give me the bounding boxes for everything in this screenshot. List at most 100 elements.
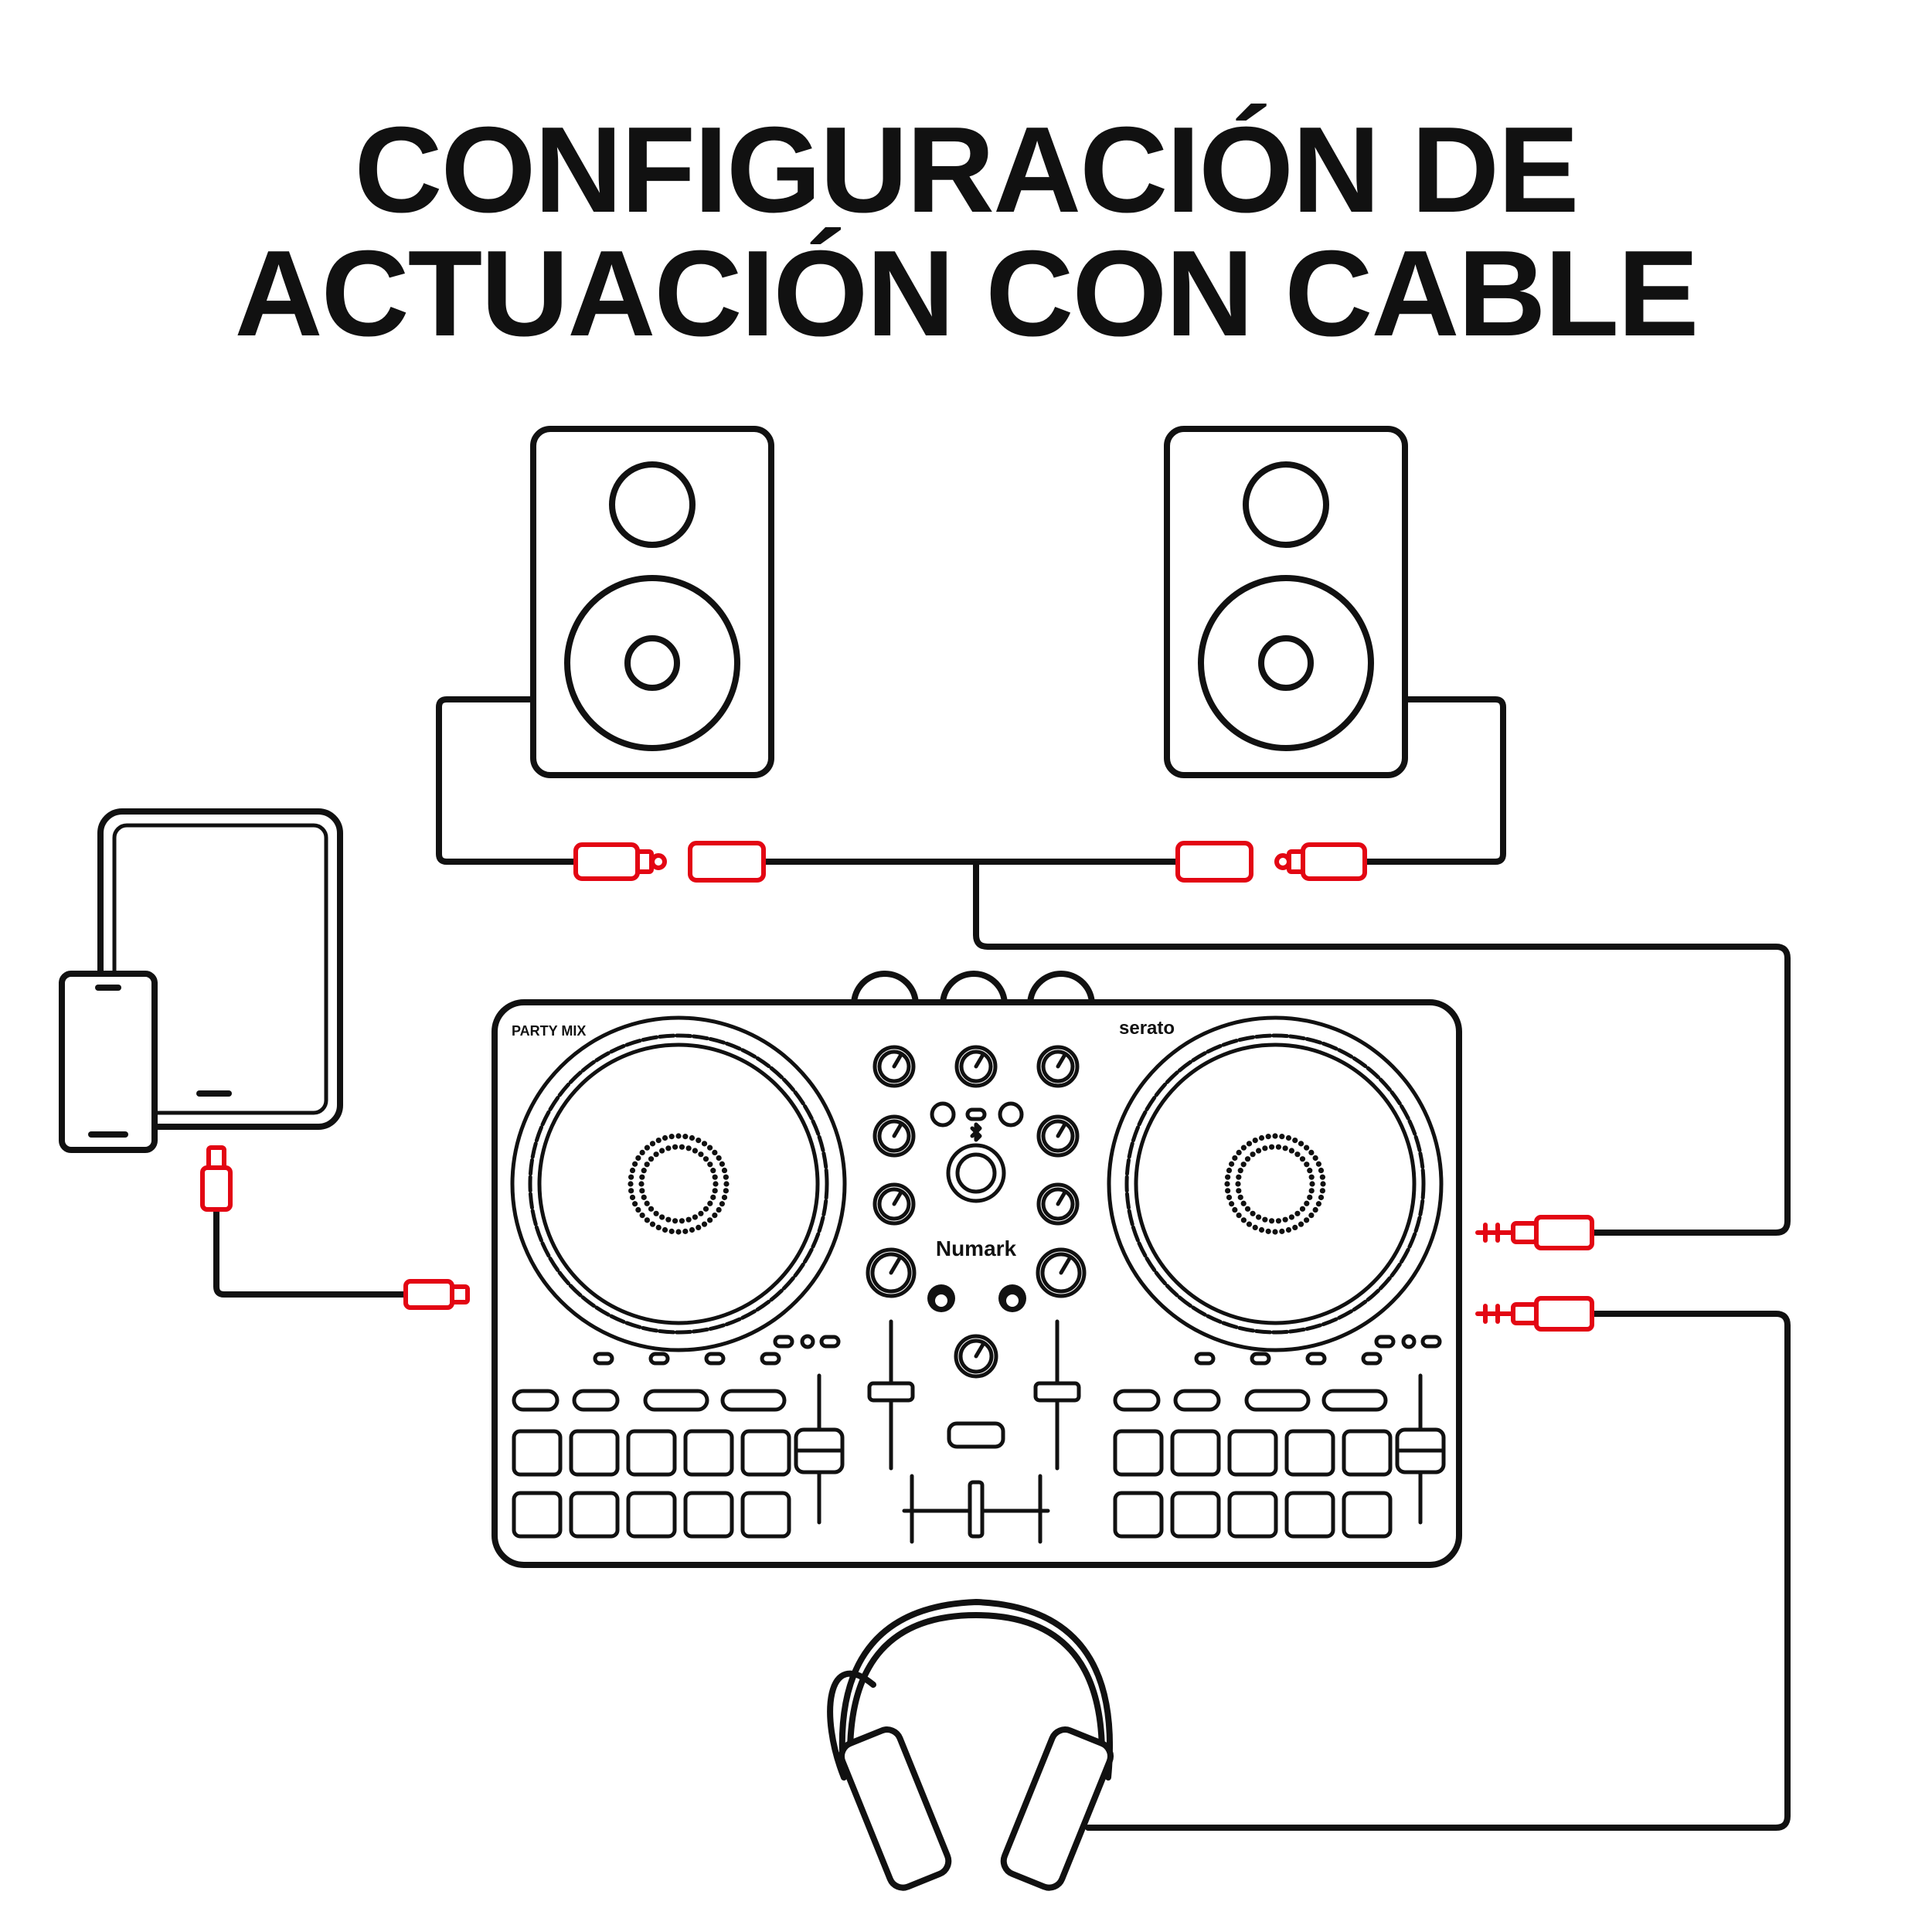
led-dot bbox=[1279, 1134, 1285, 1140]
led-dot bbox=[698, 1210, 704, 1216]
small-button bbox=[819, 1335, 841, 1349]
performance-pad bbox=[1170, 1491, 1221, 1539]
performance-pad bbox=[1342, 1491, 1393, 1539]
led-dot bbox=[1312, 1206, 1318, 1213]
led-dot bbox=[629, 1194, 636, 1201]
led-dot bbox=[1307, 1194, 1313, 1200]
led-dot bbox=[719, 1161, 725, 1167]
knob-ring bbox=[1036, 1247, 1087, 1298]
led-dot bbox=[655, 1224, 662, 1230]
pitch-faders bbox=[794, 1373, 1446, 1525]
led-dot bbox=[1272, 1133, 1278, 1139]
led-dot bbox=[1318, 1167, 1325, 1174]
led-dot bbox=[1258, 1226, 1265, 1233]
performance-pad bbox=[740, 1491, 791, 1539]
led-dot bbox=[628, 1188, 634, 1194]
led-dot bbox=[1315, 1201, 1321, 1207]
led-dot bbox=[721, 1194, 728, 1201]
performance-pad bbox=[1227, 1491, 1278, 1539]
left-jog-wheel bbox=[510, 1015, 847, 1352]
knob bbox=[1041, 1049, 1075, 1083]
led-dot bbox=[702, 1156, 709, 1162]
led-dot bbox=[1262, 1145, 1268, 1151]
browse-knob bbox=[946, 1143, 1006, 1203]
mode-button bbox=[1113, 1389, 1161, 1412]
performance-pad bbox=[569, 1429, 620, 1477]
led-dot bbox=[719, 1201, 725, 1207]
knob-ring bbox=[872, 1045, 916, 1088]
led-dot bbox=[1256, 1148, 1262, 1154]
mode-button bbox=[572, 1389, 620, 1412]
knob bbox=[877, 1119, 911, 1153]
led-dot bbox=[1308, 1149, 1315, 1155]
knob-indicator bbox=[892, 1121, 903, 1138]
led-dot bbox=[702, 1206, 709, 1212]
dj-controller: PARTY MIX serato Numark bbox=[492, 971, 1462, 1568]
small-button bbox=[1194, 1352, 1216, 1366]
led-dot bbox=[1292, 1224, 1298, 1230]
led-dot bbox=[1237, 1194, 1243, 1200]
fx-button bbox=[930, 1101, 956, 1128]
led-dot bbox=[1232, 1206, 1238, 1213]
led-dot bbox=[632, 1201, 638, 1207]
led-dot bbox=[707, 1145, 713, 1151]
performance-pad bbox=[626, 1429, 677, 1477]
small-button bbox=[1305, 1352, 1327, 1366]
led-dot bbox=[632, 1161, 638, 1167]
knob-indicator bbox=[974, 1341, 986, 1359]
led-dot bbox=[1250, 1210, 1256, 1216]
led-dot bbox=[1307, 1168, 1313, 1174]
led-dot bbox=[1236, 1149, 1242, 1155]
led-dot bbox=[1275, 1218, 1282, 1224]
led-dot bbox=[712, 1174, 718, 1180]
led-dot bbox=[712, 1213, 718, 1219]
led-dot bbox=[1282, 1216, 1288, 1223]
led-dot bbox=[1285, 1226, 1292, 1233]
small-button bbox=[800, 1334, 815, 1349]
led-dot bbox=[1304, 1162, 1310, 1168]
mode-button bbox=[512, 1389, 560, 1412]
led-dot bbox=[1272, 1229, 1278, 1235]
led-dot bbox=[707, 1217, 713, 1223]
led-dot bbox=[1258, 1134, 1265, 1141]
page-title: CONFIGURACIÓN DE ACTUACIÓN CON CABLE bbox=[0, 108, 1932, 355]
led-dot bbox=[1237, 1168, 1243, 1174]
led-dot bbox=[1308, 1188, 1315, 1194]
led-dot bbox=[1225, 1174, 1231, 1180]
knob-ring bbox=[1036, 1045, 1080, 1088]
led-dot bbox=[712, 1149, 718, 1155]
led-dot bbox=[1250, 1151, 1256, 1158]
led-dot bbox=[1275, 1144, 1282, 1150]
title-line-2: ACTUACIÓN CON CABLE bbox=[234, 226, 1699, 362]
led-dot bbox=[682, 1134, 689, 1140]
numark-logo: Numark bbox=[936, 1236, 1017, 1260]
led-dot bbox=[692, 1148, 698, 1154]
led-dot bbox=[1268, 1144, 1275, 1150]
led-dot bbox=[639, 1213, 645, 1219]
led-dot bbox=[648, 1206, 655, 1212]
led-dot bbox=[662, 1226, 668, 1233]
performance-pad bbox=[683, 1429, 734, 1477]
mode-button bbox=[720, 1389, 787, 1412]
splitter-to-mixer-cable bbox=[973, 859, 1791, 1236]
led-dot bbox=[1309, 1181, 1315, 1187]
led-dot bbox=[679, 1144, 685, 1150]
led-dot bbox=[713, 1181, 719, 1187]
knob-ring bbox=[872, 1114, 916, 1158]
led-dot bbox=[1256, 1214, 1262, 1220]
knob bbox=[870, 1252, 912, 1294]
headphones-icon bbox=[827, 1599, 1114, 1891]
led-dot bbox=[1292, 1138, 1298, 1144]
led-dot bbox=[672, 1218, 679, 1224]
mode-button bbox=[1321, 1389, 1388, 1412]
led-dot bbox=[696, 1224, 702, 1230]
led-dot bbox=[1318, 1194, 1325, 1201]
small-button bbox=[760, 1352, 781, 1366]
small-button bbox=[1361, 1352, 1383, 1366]
led-dot bbox=[689, 1226, 696, 1233]
performance-pad bbox=[740, 1429, 791, 1477]
led-dot bbox=[1252, 1138, 1258, 1144]
led-dot bbox=[689, 1134, 696, 1141]
bluetooth-icon bbox=[970, 1122, 982, 1142]
led-dot bbox=[641, 1194, 647, 1200]
